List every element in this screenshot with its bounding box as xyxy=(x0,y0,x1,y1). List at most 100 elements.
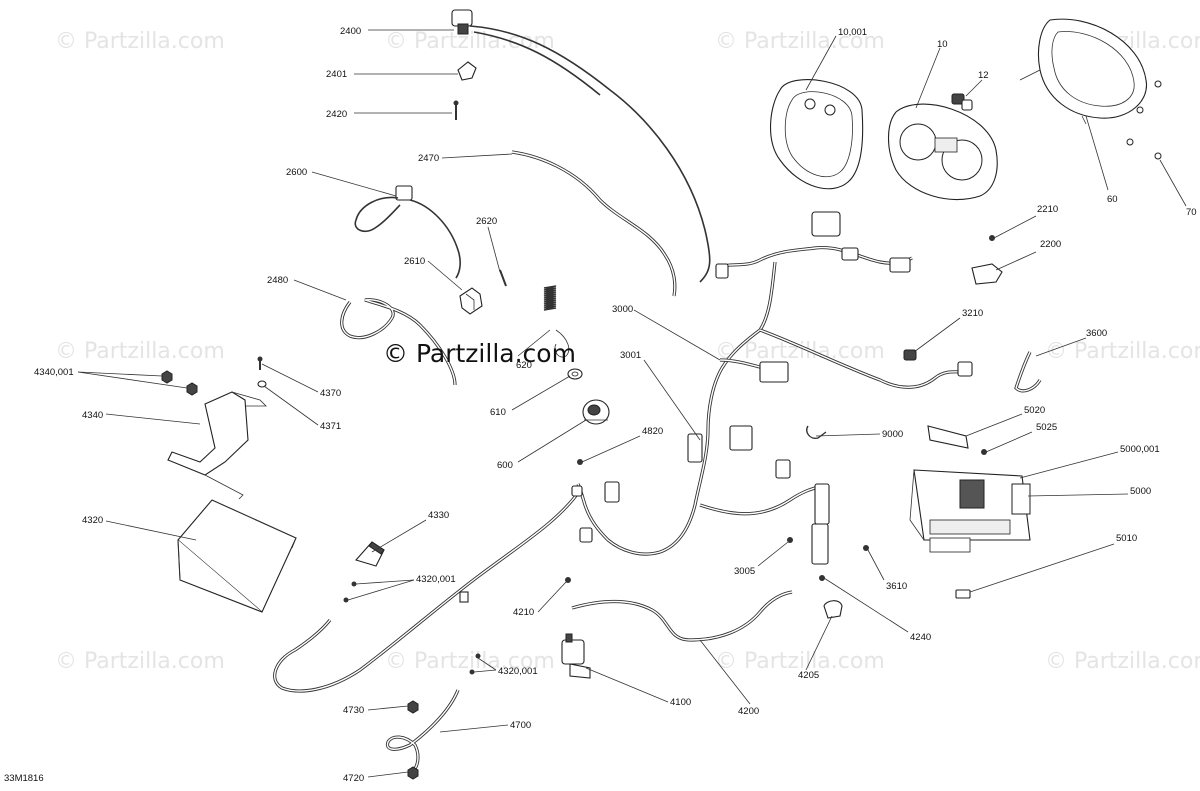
part-4730-nut xyxy=(407,700,419,714)
part-2600-sensor-wire xyxy=(354,185,461,279)
part-4330-cap xyxy=(355,541,385,567)
watermark-tile: © Partzilla.com xyxy=(715,29,885,54)
callout-3000: 3000 xyxy=(612,304,633,315)
callout-4320-001-a: 4320,001 xyxy=(416,574,456,585)
part-4320-battery xyxy=(177,499,297,613)
callout-4320-001-b: 4320,001 xyxy=(498,666,538,677)
watermark-tile: © Partzilla.com xyxy=(1045,339,1200,364)
callout-2610: 2610 xyxy=(404,256,425,267)
part-4240-nut xyxy=(819,575,825,581)
callout-2400: 2400 xyxy=(340,26,361,37)
part-5025-screw xyxy=(981,449,987,455)
callout-620: 620 xyxy=(516,360,532,371)
callout-4340: 4340 xyxy=(82,410,103,421)
callout-10-001: 10,001 xyxy=(838,27,867,38)
callout-600: 600 xyxy=(497,460,513,471)
callout-2210: 2210 xyxy=(1037,204,1058,215)
part-4100-solenoid xyxy=(561,633,591,679)
callout-4340-001: 4340,001 xyxy=(34,367,74,378)
part-2400-switch-wire xyxy=(451,9,711,283)
part-3210-connector xyxy=(903,349,917,361)
callout-2470: 2470 xyxy=(418,153,439,164)
callout-5020: 5020 xyxy=(1024,405,1045,416)
callout-10: 10 xyxy=(937,39,948,50)
callout-4320: 4320 xyxy=(82,515,103,526)
callout-4100: 4100 xyxy=(670,697,691,708)
part-4205-boot xyxy=(823,600,843,619)
part-9000-cable-tie xyxy=(806,425,827,440)
watermark-main: © Partzilla.com xyxy=(383,339,576,368)
part-4720-nut xyxy=(407,766,419,780)
callout-3001: 3001 xyxy=(620,350,641,361)
callout-12: 12 xyxy=(978,70,989,81)
callout-70: 70 xyxy=(1186,207,1197,218)
callout-3610: 3610 xyxy=(886,581,907,592)
part-3610-nut xyxy=(863,545,869,551)
part-2610-grommet xyxy=(459,287,483,315)
callout-2200: 2200 xyxy=(1040,239,1061,250)
watermark-tile: © Partzilla.com xyxy=(385,29,555,54)
watermark-tile: © Partzilla.com xyxy=(55,649,225,674)
callout-5025: 5025 xyxy=(1036,422,1057,433)
callout-9000: 9000 xyxy=(882,429,903,440)
callout-4371: 4371 xyxy=(320,421,341,432)
part-2420-screw xyxy=(453,100,459,120)
part-4200-cable xyxy=(571,590,793,642)
callout-60: 60 xyxy=(1107,194,1118,205)
watermark-tile: © Partzilla.com xyxy=(715,339,885,364)
callout-labels: 2400 2401 2420 2470 2600 2620 2610 2480 … xyxy=(34,26,1197,784)
callout-4720: 4720 xyxy=(343,773,364,784)
callout-5000-001: 5000,001 xyxy=(1120,444,1160,455)
watermark-tiles: © Partzilla.com © Partzilla.com © Partzi… xyxy=(55,29,1200,674)
part-600-button xyxy=(582,399,610,425)
part-2401-clip xyxy=(457,61,477,81)
part-4210-nut xyxy=(565,577,571,583)
part-2210-screw xyxy=(989,235,995,241)
part-2200-sensor xyxy=(971,263,1003,285)
callout-3210: 3210 xyxy=(962,308,983,319)
callout-4210: 4210 xyxy=(513,607,534,618)
callout-610: 610 xyxy=(490,407,506,418)
part-4340-bracket xyxy=(167,391,267,500)
part-2470-wire xyxy=(511,150,677,297)
part-5010-fuse xyxy=(955,589,971,599)
callout-4200: 4200 xyxy=(738,706,759,717)
leader-lines xyxy=(77,29,1187,778)
watermark-tile: © Partzilla.com xyxy=(55,339,225,364)
part-610-washer xyxy=(567,368,583,380)
watermark-tile: © Partzilla.com xyxy=(715,649,885,674)
callout-2620: 2620 xyxy=(476,216,497,227)
watermark-tile: © Partzilla.com xyxy=(1045,649,1200,674)
part-4340-001-nut xyxy=(161,370,198,396)
diagram-code: 33M1816 xyxy=(4,773,44,784)
part-4320-001-bolt xyxy=(343,581,481,675)
callout-4820: 4820 xyxy=(642,426,663,437)
callout-4730: 4730 xyxy=(343,705,364,716)
part-5020-bracket xyxy=(927,425,969,449)
callout-4700: 4700 xyxy=(510,720,531,731)
part-5000-fuse-box xyxy=(909,469,1031,553)
part-2480-wire xyxy=(340,298,457,386)
part-3005-screw xyxy=(787,537,793,543)
callout-4240: 4240 xyxy=(910,632,931,643)
part-4820-nut xyxy=(577,459,583,465)
callout-2600: 2600 xyxy=(286,167,307,178)
watermark-tile: © Partzilla.com xyxy=(55,29,225,54)
callout-5010: 5010 xyxy=(1116,533,1137,544)
callout-2420: 2420 xyxy=(326,109,347,120)
callout-3005: 3005 xyxy=(734,566,755,577)
part-70-screws xyxy=(1126,80,1162,160)
callout-4330: 4330 xyxy=(428,510,449,521)
part-battery-cable-left xyxy=(273,489,582,693)
part-12-connector xyxy=(951,93,973,111)
part-3600-wire xyxy=(1014,351,1042,393)
callout-5000: 5000 xyxy=(1130,486,1151,497)
callout-4370: 4370 xyxy=(320,388,341,399)
watermark-tile: © Partzilla.com xyxy=(385,649,555,674)
part-4370-screw xyxy=(257,356,263,370)
part-10-gauge-cluster xyxy=(887,103,998,201)
part-3000-main-harness xyxy=(571,211,973,565)
part-620-spring xyxy=(543,285,570,358)
callout-3600: 3600 xyxy=(1086,328,1107,339)
